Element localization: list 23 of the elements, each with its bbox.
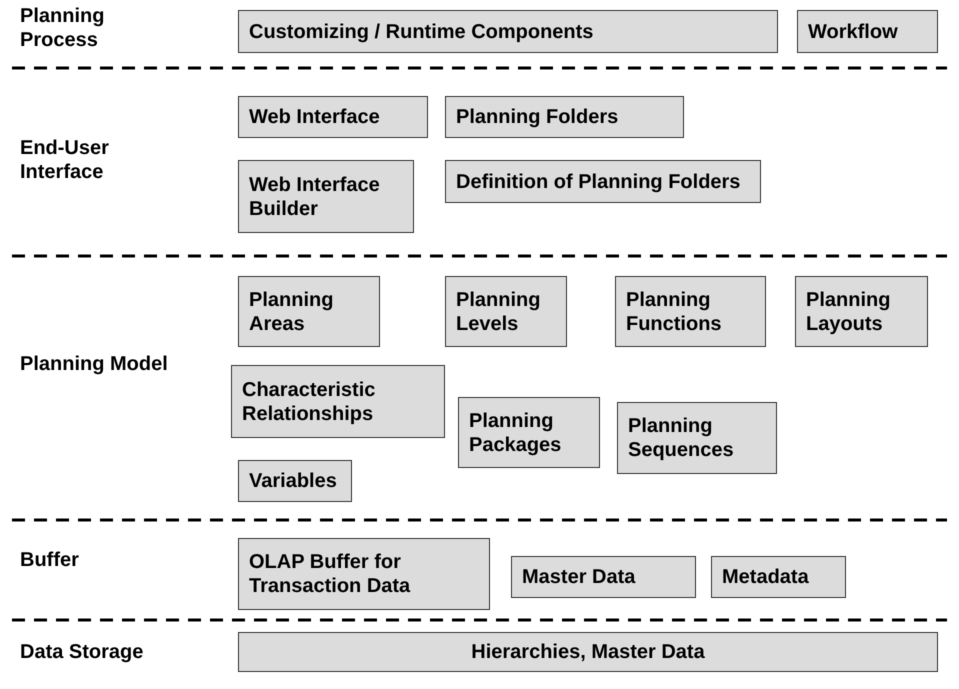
component-box: Planning Folders [445, 96, 684, 138]
component-box: Web Interface Builder [238, 160, 414, 233]
component-box: Web Interface [238, 96, 428, 138]
component-box: Hierarchies, Master Data [238, 632, 938, 672]
component-box: Variables [238, 460, 352, 502]
component-box: Planning Packages [458, 397, 600, 468]
layer-label: Planning Model [20, 352, 169, 376]
component-box: Planning Levels [445, 276, 567, 347]
component-box: Planning Layouts [795, 276, 928, 347]
component-box: Workflow [797, 10, 938, 53]
layer-label: End-User Interface [20, 136, 110, 184]
component-box: Characteristic Relationships [231, 365, 445, 438]
layer-label: Data Storage [20, 640, 144, 664]
component-box: Planning Sequences [617, 402, 777, 474]
component-box: Master Data [511, 556, 696, 598]
component-box: Planning Areas [238, 276, 380, 347]
component-box: Definition of Planning Folders [445, 160, 761, 203]
component-box: Customizing / Runtime Components [238, 10, 778, 53]
layer-label: Planning Process [20, 4, 106, 52]
component-box: Metadata [711, 556, 846, 598]
layer-label: Buffer [20, 548, 80, 572]
component-box: Planning Functions [615, 276, 766, 347]
component-box: OLAP Buffer for Transaction Data [238, 538, 490, 610]
